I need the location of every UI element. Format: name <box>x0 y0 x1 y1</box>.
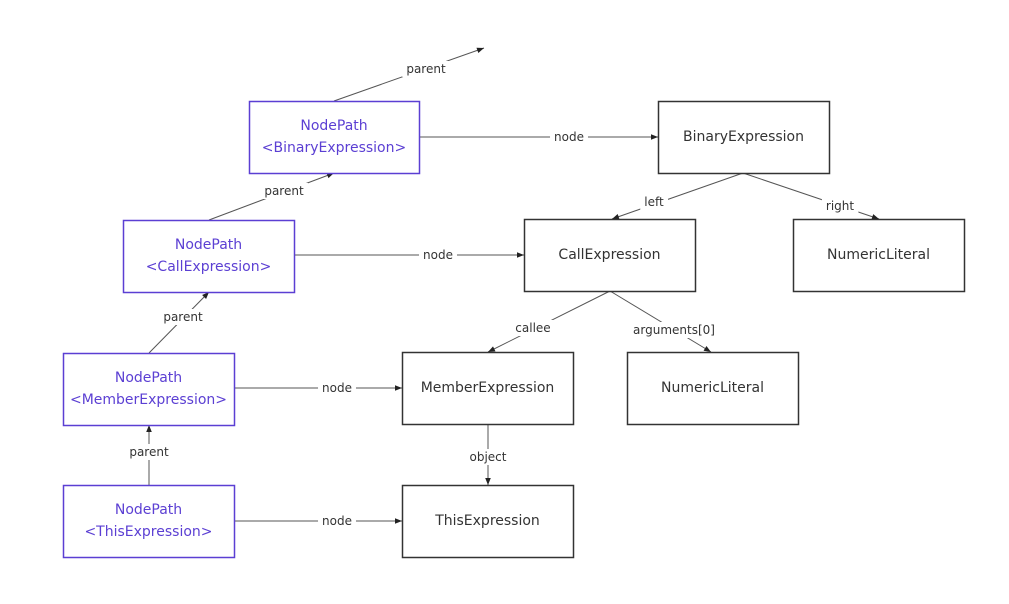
edge-label: arguments[0] <box>633 323 715 337</box>
edge-label-background <box>318 380 356 396</box>
edge-label-background <box>159 309 207 325</box>
edge-np-binary-node: node <box>419 129 658 145</box>
ast-node-box-binary[interactable]: BinaryExpression <box>657 100 831 175</box>
edge-label: callee <box>515 321 550 335</box>
edge-binary-right: right <box>742 172 880 220</box>
node-rect <box>626 351 800 426</box>
edge-np-this-parent: parent <box>125 425 173 485</box>
edge-label: parent <box>129 445 169 459</box>
edge-label-background <box>629 322 719 338</box>
edge-label: node <box>554 130 584 144</box>
edge-np-call-parent: parent <box>208 172 335 221</box>
node-title: BinaryExpression <box>683 129 804 145</box>
edge-label-background <box>419 247 457 263</box>
node-subtitle: <ThisExpression> <box>84 524 212 540</box>
nodepath-box-np-this[interactable]: NodePath <ThisExpression> <box>62 484 236 559</box>
edge-call-callee: callee <box>487 290 611 353</box>
node-rect <box>657 100 831 175</box>
edge-label: parent <box>264 184 304 198</box>
node-subtitle: <MemberExpression> <box>70 392 227 408</box>
edge-label-background <box>465 449 511 465</box>
edge-label: right <box>826 199 854 213</box>
node-title: NumericLiteral <box>827 247 930 263</box>
node-rect <box>401 484 575 559</box>
node-subtitle: <CallExpression> <box>146 259 272 275</box>
edge-line <box>742 172 880 220</box>
edge-label: parent <box>406 62 446 76</box>
edge-label-background <box>821 198 859 214</box>
node-title: NodePath <box>115 502 182 518</box>
node-title: MemberExpression <box>421 380 555 396</box>
edge-line <box>611 172 744 220</box>
node-title: NodePath <box>175 237 242 253</box>
ast-node-box-numeric-arg[interactable]: NumericLiteral <box>626 351 800 426</box>
node-title: ThisExpression <box>434 513 540 529</box>
edge-label-background <box>550 129 588 145</box>
edge-label-background <box>640 194 669 210</box>
edge-binary-left: left <box>611 172 744 220</box>
edge-line <box>609 290 712 353</box>
edge-label: parent <box>163 310 203 324</box>
edge-label-background <box>260 183 308 199</box>
edge-label: object <box>470 450 507 464</box>
node-rect <box>792 218 966 293</box>
node-title: NodePath <box>115 370 182 386</box>
node-title: NodePath <box>300 118 367 134</box>
node-subtitle: <BinaryExpression> <box>262 140 406 156</box>
ast-node-box-call[interactable]: CallExpression <box>523 218 697 293</box>
edge-label: node <box>423 248 453 262</box>
edge-np-member-parent: parent <box>148 291 210 354</box>
edge-call-arguments: arguments[0] <box>609 290 719 353</box>
edge-label-background <box>511 320 555 336</box>
nodepath-box-np-call[interactable]: NodePath <CallExpression> <box>122 219 296 294</box>
edge-np-binary-parent: parent <box>333 47 485 102</box>
ast-node-box-numeric-right[interactable]: NumericLiteral <box>792 218 966 293</box>
node-rect <box>248 100 421 175</box>
nodepath-box-np-member[interactable]: NodePath <MemberExpression> <box>62 352 236 427</box>
node-title: NumericLiteral <box>661 380 764 396</box>
node-rect <box>401 351 575 426</box>
node-rect <box>62 484 236 559</box>
edge-label: node <box>322 514 352 528</box>
edge-label-background <box>402 61 450 77</box>
node-rect <box>62 352 236 427</box>
node-rect <box>523 218 697 293</box>
edge-np-member-node: node <box>234 380 402 396</box>
edge-label: left <box>644 195 664 209</box>
edge-np-this-node: node <box>234 513 402 529</box>
node-rect <box>122 219 296 294</box>
edge-np-call-node: node <box>294 247 524 263</box>
ast-node-box-this[interactable]: ThisExpression <box>401 484 575 559</box>
ast-node-box-member[interactable]: MemberExpression <box>401 351 575 426</box>
nodepath-box-np-binary[interactable]: NodePath <BinaryExpression> <box>248 100 421 175</box>
node-title: CallExpression <box>558 247 660 263</box>
edge-label-background <box>125 444 173 460</box>
edge-label: node <box>322 381 352 395</box>
edge-label-background <box>318 513 356 529</box>
edge-member-object: object <box>465 424 511 485</box>
